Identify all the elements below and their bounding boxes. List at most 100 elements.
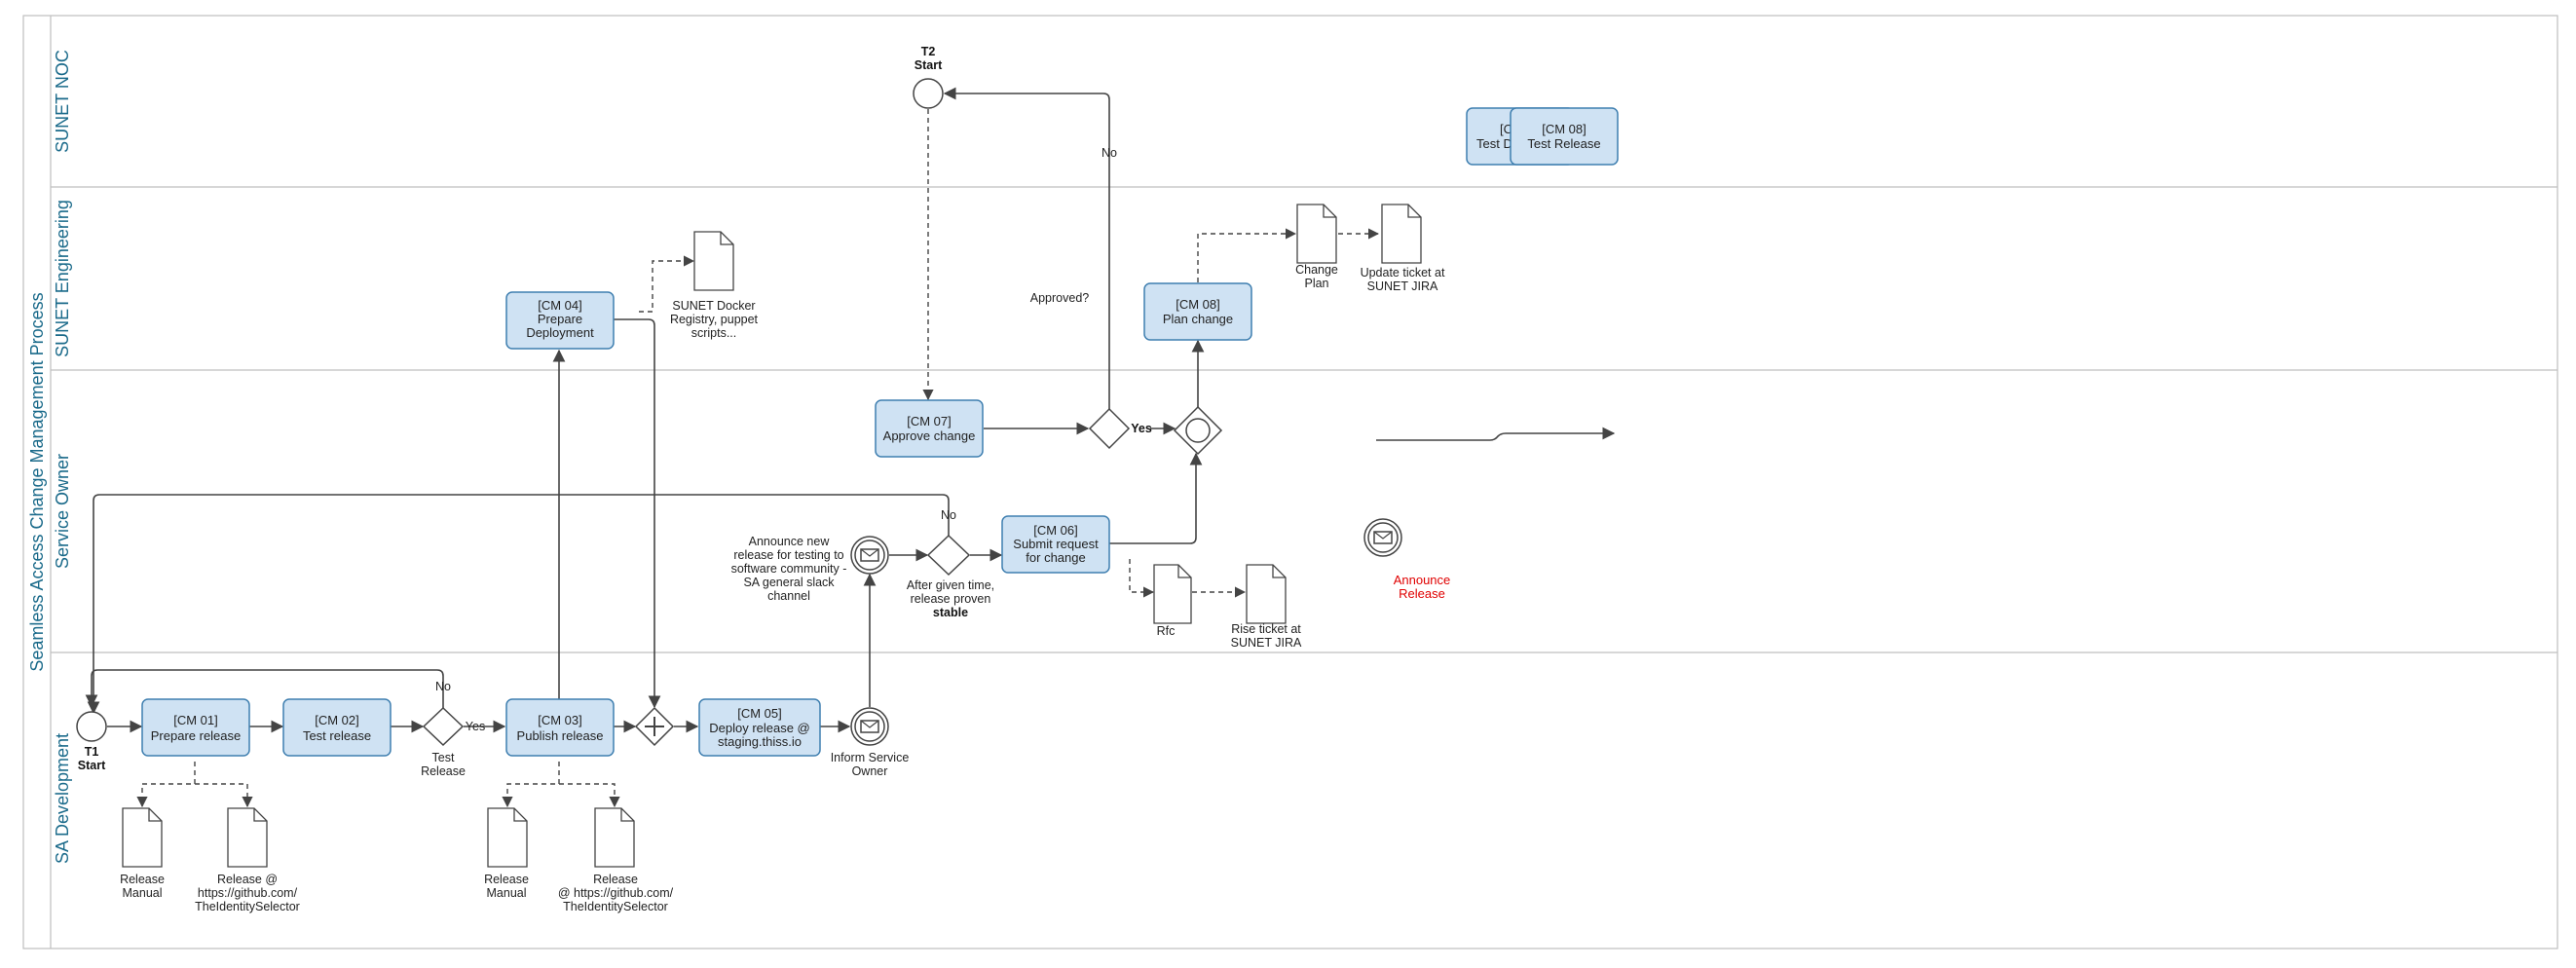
doc-release-github-1-line2: https://github.com/ [198, 886, 298, 900]
flow-label-yes-test: Yes [466, 720, 485, 733]
gateway-approved[interactable] [1088, 407, 1131, 450]
annotation-announce-release-line2: Release [1399, 586, 1445, 601]
task-cm05-id: [CM 05] [737, 706, 782, 721]
doc-release-github-1-line1: Release @ [217, 873, 278, 886]
doc-release-github-2-line1: Release [593, 873, 638, 886]
gateway-stable-line2: release proven [911, 592, 991, 606]
task-cm01-name: Prepare release [151, 728, 242, 743]
task-cm04-id: [CM 04] [538, 298, 582, 313]
annotation-announce-release-line1: Announce [1394, 573, 1451, 587]
inform-label-line2: Owner [852, 764, 888, 778]
flow-label-no-approved: No [1101, 146, 1117, 160]
gateway-event-based[interactable] [1173, 405, 1223, 456]
task-cm02-id: [CM 02] [315, 713, 359, 727]
start-event-t1-line2: Start [78, 759, 106, 772]
flow-label-yes-approved: Yes [1131, 422, 1152, 435]
task-cm02[interactable]: [CM 02] Test release [282, 698, 392, 757]
gateway-stable-line3: stable [933, 606, 968, 619]
task-cm08-test-name: Test Release [1527, 136, 1600, 151]
gateway-parallel[interactable] [634, 706, 675, 747]
message-event-announce[interactable] [850, 536, 889, 575]
sequence-flows [85, 87, 1616, 733]
start-event-t1[interactable]: T1 Start [76, 711, 107, 772]
task-cm08-plan-id: [CM 08] [1176, 297, 1220, 312]
doc-release-github-2[interactable]: Release @ https://github.com/ TheIdentit… [558, 807, 674, 913]
doc-sunet-docker-line3: scripts... [691, 326, 737, 340]
doc-update-ticket[interactable]: Update ticket at SUNET JIRA [1361, 204, 1445, 293]
doc-release-manual-2-line1: Release [484, 873, 529, 886]
message-event-announce-release[interactable] [1363, 518, 1402, 557]
annotation-announce-new-line5: channel [767, 589, 810, 603]
annotation-announce-new-line2: release for testing to [733, 548, 843, 562]
task-cm03-id: [CM 03] [538, 713, 582, 727]
task-cm03[interactable]: [CM 03] Publish release [505, 698, 615, 757]
message-event-inform[interactable]: Inform Service Owner [831, 707, 910, 778]
doc-rise-ticket[interactable]: Rise ticket at SUNET JIRA [1231, 564, 1302, 650]
flow-label-no-test: No [435, 680, 451, 693]
gateway-test-release[interactable]: Test Release [421, 706, 466, 778]
task-cm05-name1: Deploy release @ [709, 721, 810, 735]
doc-rise-ticket-line1: Rise ticket at [1231, 622, 1301, 636]
doc-release-github-1[interactable]: Release @ https://github.com/ TheIdentit… [195, 807, 300, 913]
task-cm08-plan[interactable]: [CM 08] Plan change [1143, 282, 1252, 341]
doc-change-plan-line2: Plan [1304, 277, 1328, 290]
task-cm08-plan-name: Plan change [1163, 312, 1233, 326]
doc-release-manual-1-line1: Release [120, 873, 165, 886]
task-cm05[interactable]: [CM 05] Deploy release @ staging.thiss.i… [698, 698, 821, 757]
doc-change-plan[interactable]: Change Plan [1295, 204, 1338, 290]
task-cm06-id: [CM 06] [1033, 523, 1078, 538]
task-cm03-name: Publish release [517, 728, 604, 743]
start-event-t2-line2: Start [915, 58, 943, 72]
doc-change-plan-line1: Change [1295, 263, 1338, 277]
doc-update-ticket-line2: SUNET JIRA [1367, 279, 1438, 293]
task-cm06-name2: for change [1026, 550, 1085, 565]
start-event-t2-line1: T2 [921, 45, 936, 58]
doc-rfc[interactable]: Rfc [1153, 564, 1192, 638]
task-cm04[interactable]: [CM 04] Prepare Deployment [505, 291, 615, 350]
flow-label-approved-question: Approved? [1030, 291, 1090, 305]
task-cm02-name: Test release [303, 728, 371, 743]
task-cm05-name2: staging.thiss.io [718, 734, 802, 749]
annotation-announce-new: Announce new release for testing to soft… [731, 535, 847, 603]
task-hidden-name: Test D [1476, 136, 1512, 151]
task-cm07[interactable]: [CM 07] Approve change [875, 399, 984, 458]
task-cm04-name2: Deployment [526, 325, 594, 340]
doc-sunet-docker-line2: Registry, puppet [670, 313, 759, 326]
associations [136, 109, 1380, 808]
doc-release-github-1-line3: TheIdentitySelector [195, 900, 300, 913]
doc-release-manual-1[interactable]: Release Manual [120, 807, 165, 900]
annotation-announce-new-line1: Announce new [749, 535, 831, 548]
gateway-stable-line1: After given time, [907, 578, 994, 592]
doc-sunet-docker[interactable]: SUNET Docker Registry, puppet scripts... [670, 231, 759, 340]
task-hidden-id: [C [1500, 122, 1512, 136]
start-event-t1-line1: T1 [85, 745, 99, 759]
doc-release-github-2-line2: @ https://github.com/ [558, 886, 674, 900]
lane-label-sunet-noc: SUNET NOC [53, 50, 72, 153]
inform-label-line1: Inform Service [831, 751, 910, 764]
doc-rise-ticket-line2: SUNET JIRA [1231, 636, 1302, 650]
doc-update-ticket-line1: Update ticket at [1361, 266, 1445, 279]
gateway-test-release-line2: Release [421, 764, 466, 778]
gateway-test-release-line1: Test [432, 751, 455, 764]
task-cm07-id: [CM 07] [907, 414, 952, 428]
doc-sunet-docker-line1: SUNET Docker [672, 299, 755, 313]
start-event-t2[interactable]: T2 Start [913, 45, 944, 109]
doc-release-manual-2[interactable]: Release Manual [484, 807, 529, 900]
task-cm01[interactable]: [CM 01] Prepare release [141, 698, 250, 757]
gateway-stable[interactable]: After given time, release proven stable [907, 534, 994, 619]
task-cm08-test-id: [CM 08] [1542, 122, 1587, 136]
task-cm07-name: Approve change [883, 428, 976, 443]
lane-label-sa-development: SA Development [53, 733, 72, 864]
task-cm06[interactable]: [CM 06] Submit request for change [1001, 515, 1110, 574]
lane-label-sunet-engineering: SUNET Engineering [53, 200, 72, 357]
annotation-announce-new-line3: software community - [731, 562, 847, 576]
doc-release-github-2-line3: TheIdentitySelector [563, 900, 668, 913]
task-cm08-test[interactable]: [CM 08] Test Release [1510, 107, 1619, 166]
lane-label-service-owner: Service Owner [53, 454, 72, 569]
pool: Seamless Access Change Management Proces… [22, 15, 2558, 949]
doc-release-manual-1-line2: Manual [123, 886, 163, 900]
annotation-announce-release: Announce Release [1394, 573, 1451, 601]
task-cm04-name1: Prepare [538, 312, 582, 326]
annotation-announce-new-line4: SA general slack [743, 576, 835, 589]
